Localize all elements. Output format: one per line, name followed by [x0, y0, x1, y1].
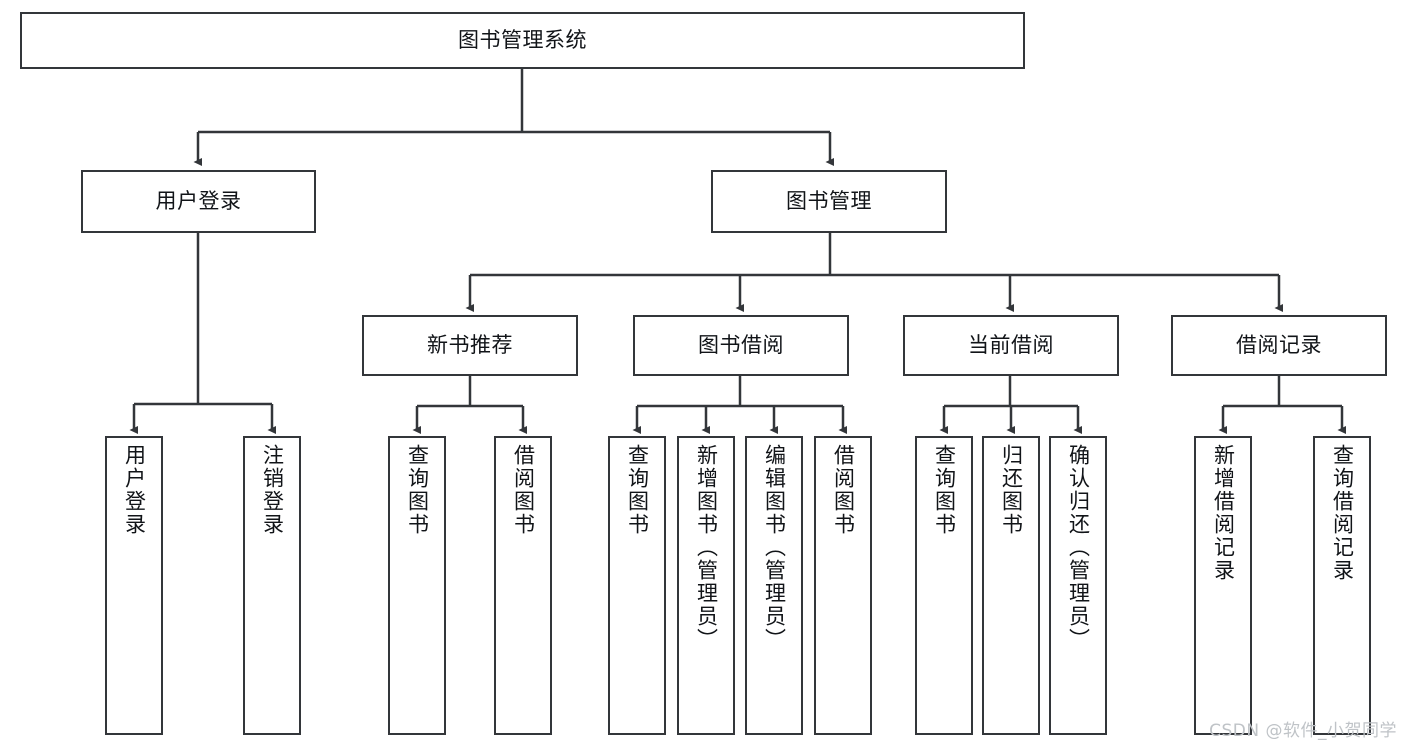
node-leaf-user-login-label: 用户登录	[122, 444, 147, 536]
node-leaf-query-record[interactable]: 查询借阅记录	[1313, 436, 1371, 735]
node-book-borrow[interactable]: 图书借阅	[633, 315, 849, 376]
node-leaf-edit-book-label: 编辑图书（管理员）	[762, 444, 787, 651]
node-root-label: 图书管理系统	[458, 28, 587, 53]
node-root[interactable]: 图书管理系统	[20, 12, 1025, 69]
node-leaf-add-record[interactable]: 新增借阅记录	[1194, 436, 1252, 735]
csdn-watermark: CSDN @软件_小贺同学	[1209, 721, 1397, 741]
node-leaf-borrow-book-1-label: 借阅图书	[511, 444, 536, 536]
node-leaf-confirm-return[interactable]: 确认归还（管理员）	[1049, 436, 1107, 735]
node-leaf-add-record-label: 新增借阅记录	[1211, 444, 1236, 582]
node-current-borrow[interactable]: 当前借阅	[903, 315, 1119, 376]
node-leaf-query-book-1[interactable]: 查询图书	[388, 436, 446, 735]
node-leaf-query-book-2-label: 查询图书	[625, 444, 650, 536]
node-leaf-borrow-book-1[interactable]: 借阅图书	[494, 436, 552, 735]
node-leaf-add-book[interactable]: 新增图书（管理员）	[677, 436, 735, 735]
node-leaf-add-book-label: 新增图书（管理员）	[694, 444, 719, 651]
node-leaf-query-book-1-label: 查询图书	[405, 444, 430, 536]
node-leaf-query-book-2[interactable]: 查询图书	[608, 436, 666, 735]
node-new-book-recommend-label: 新书推荐	[427, 333, 513, 358]
node-leaf-logout-login-label: 注销登录	[260, 444, 285, 536]
node-book-manage[interactable]: 图书管理	[711, 170, 947, 233]
node-leaf-query-record-label: 查询借阅记录	[1330, 444, 1355, 582]
node-book-manage-label: 图书管理	[786, 189, 872, 214]
node-user-login-label: 用户登录	[155, 189, 242, 214]
node-leaf-return-book-label: 归还图书	[999, 444, 1024, 536]
node-book-borrow-label: 图书借阅	[698, 333, 784, 358]
node-leaf-query-book-3-label: 查询图书	[932, 444, 957, 536]
node-borrow-record-label: 借阅记录	[1236, 333, 1322, 358]
node-leaf-borrow-book-2[interactable]: 借阅图书	[814, 436, 872, 735]
node-new-book-recommend[interactable]: 新书推荐	[362, 315, 578, 376]
node-current-borrow-label: 当前借阅	[968, 333, 1054, 358]
node-leaf-user-login[interactable]: 用户登录	[105, 436, 163, 735]
node-leaf-confirm-return-label: 确认归还（管理员）	[1066, 444, 1091, 651]
node-leaf-borrow-book-2-label: 借阅图书	[831, 444, 856, 536]
node-leaf-query-book-3[interactable]: 查询图书	[915, 436, 973, 735]
node-leaf-logout-login[interactable]: 注销登录	[243, 436, 301, 735]
node-leaf-edit-book[interactable]: 编辑图书（管理员）	[745, 436, 803, 735]
node-user-login[interactable]: 用户登录	[81, 170, 316, 233]
node-leaf-return-book[interactable]: 归还图书	[982, 436, 1040, 735]
node-borrow-record[interactable]: 借阅记录	[1171, 315, 1387, 376]
